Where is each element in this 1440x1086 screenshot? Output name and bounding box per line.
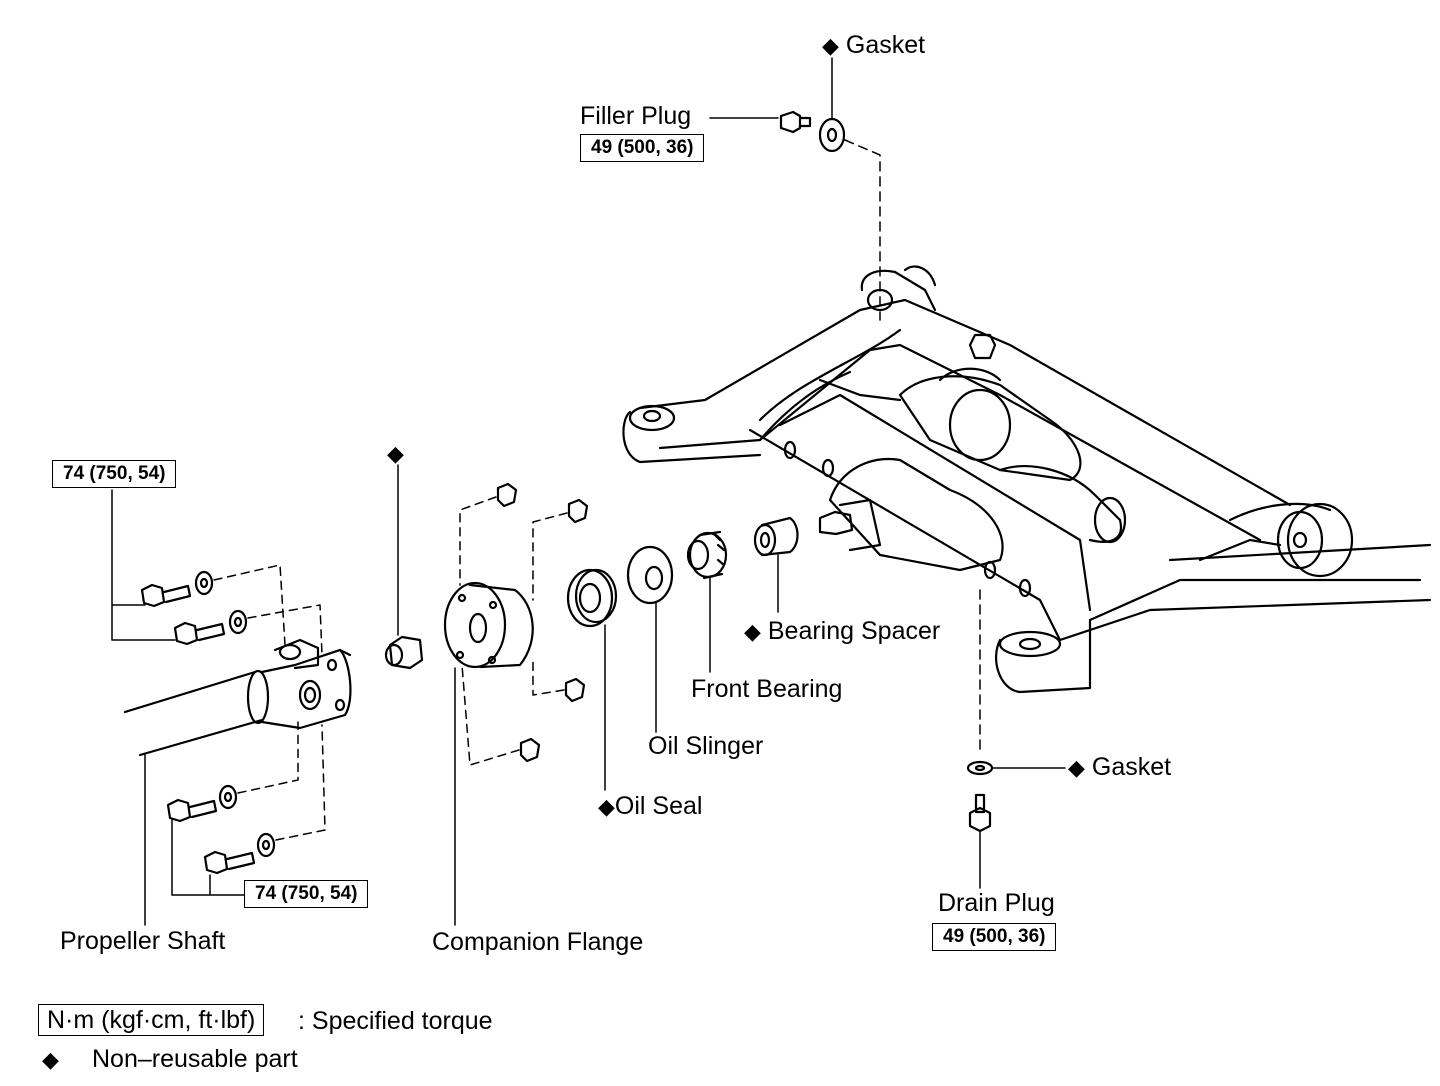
bearing-spacer-label: ◆ Bearing Spacer [744,617,941,645]
filler-plug-part [779,110,812,134]
propeller-bottom-torque: 74 (750, 54) [244,880,369,908]
oil-slinger-part [626,545,674,605]
oil-slinger-label: Oil Slinger [648,732,764,760]
gasket-bottom-label: ◆ Gasket [1068,753,1172,781]
nonreusable-marker-icon: ◆ [598,794,615,819]
companion-flange-label: Companion Flange [432,928,644,956]
filler-plug-torque: 49 (500, 36) [580,134,705,162]
front-bearing-part [686,530,728,580]
propeller-shaft-part [123,638,352,757]
nonreusable-marker-icon: ◆ [1068,755,1085,780]
drain-plug-part [968,793,992,833]
nonreusable-marker-icon: ◆ [387,441,404,466]
gasket-top-part [818,117,846,153]
bearing-spacer-part [753,516,799,557]
gasket-top-label: ◆ Gasket [822,31,926,59]
propeller-top-torque: 74 (750, 54) [52,460,177,488]
lock-nut-part [384,635,424,670]
suspension-member [622,265,1432,694]
flange-nuts [496,482,589,763]
legend-nonreusable-icon: ◆ [42,1047,59,1072]
gasket-bottom-part [966,760,994,776]
propeller-bolts-bottom [166,784,276,875]
drain-plug-torque: 49 (500, 36) [932,923,1057,951]
filler-plug-label: Filler Plug [580,102,692,130]
front-bearing-label: Front Bearing [691,675,843,703]
legend-torque-desc: : Specified torque [298,1007,493,1035]
lock-nut-marker: ◆ [387,438,404,469]
companion-flange-part [443,581,534,669]
legend-nonreusable-desc: Non–reusable part [92,1045,298,1073]
propeller-shaft-label: Propeller Shaft [60,927,226,955]
oil-seal-part [566,568,618,628]
propeller-bolts-top [140,570,248,646]
nonreusable-marker-icon: ◆ [744,619,761,644]
nonreusable-marker-icon: ◆ [822,33,839,58]
legend-torque-unit: N·m (kgf·cm, ft·lbf) [38,1004,265,1036]
drain-plug-label: Drain Plug [938,889,1055,917]
oil-seal-label: ◆Oil Seal [598,792,703,820]
